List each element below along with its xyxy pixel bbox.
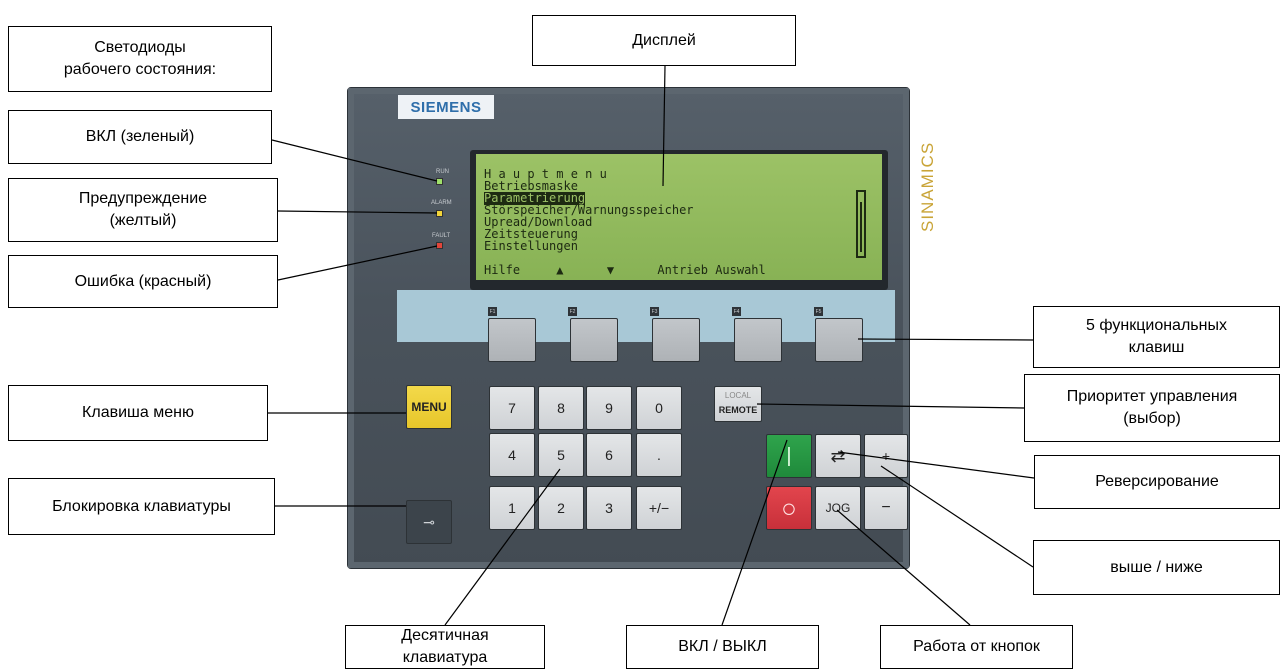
keyboard-lock-key[interactable]: ⊸ [406, 500, 452, 544]
f1-tag: F1 [488, 307, 497, 316]
callout-keyboard-lock: Блокировка клавиатуры [8, 478, 275, 535]
numpad-key[interactable]: 5 [538, 433, 584, 477]
display-scrollbar [856, 190, 866, 258]
callout-function-keys: 5 функциональных клавиш [1033, 306, 1280, 368]
down-icon: − [881, 499, 890, 517]
function-key-f5[interactable] [815, 318, 863, 362]
numpad-key[interactable]: 6 [586, 433, 632, 477]
raise-key[interactable]: + [864, 434, 908, 478]
callout-reversing: Реверсирование [1034, 455, 1280, 509]
remote-label: REMOTE [715, 405, 761, 415]
on-icon: | [786, 445, 791, 468]
lower-key[interactable]: − [864, 486, 908, 530]
lcd-display: H a u p t m e n u Betriebsmaske Parametr… [476, 154, 882, 280]
led-run [436, 178, 443, 185]
display-line: Einstellungen [484, 240, 578, 253]
numpad-key[interactable]: . [636, 433, 682, 477]
numpad-key[interactable]: 7 [489, 386, 535, 430]
numpad-key[interactable]: 4 [489, 433, 535, 477]
sinamics-label: SINAMICS [918, 142, 938, 232]
callout-menu-key: Клавиша меню [8, 385, 268, 441]
led-fault [436, 242, 443, 249]
led-alarm-label: ALARM [431, 200, 452, 206]
f4-tag: F4 [732, 307, 741, 316]
reverse-icon: ⇄ [830, 446, 845, 467]
callout-led-error: Ошибка (красный) [8, 255, 278, 308]
led-alarm [436, 210, 443, 217]
menu-key[interactable]: MENU [406, 385, 452, 429]
callout-on-off: ВКЛ / ВЫКЛ [626, 625, 819, 669]
callout-jog: Работа от кнопок [880, 625, 1073, 669]
numpad-key[interactable]: 3 [586, 486, 632, 530]
off-icon: ○ [781, 493, 797, 524]
numpad-key[interactable]: 2 [538, 486, 584, 530]
numpad-sign-key[interactable]: +/− [636, 486, 682, 530]
callout-led-warning: Предупреждение (желтый) [8, 178, 278, 242]
callout-control-priority: Приоритет управления (выбор) [1024, 374, 1280, 442]
on-key[interactable]: | [766, 434, 812, 478]
f5-tag: F5 [814, 307, 823, 316]
up-icon: + [882, 448, 890, 464]
numpad-key[interactable]: 9 [586, 386, 632, 430]
callout-numeric-keypad: Десятичная клавиатура [345, 625, 545, 669]
led-run-label: RUN [436, 169, 449, 175]
reverse-key[interactable]: ⇄ [815, 434, 861, 478]
f3-tag: F3 [650, 307, 659, 316]
local-remote-key[interactable]: LOCAL REMOTE [714, 386, 762, 422]
numpad-key[interactable]: 8 [538, 386, 584, 430]
off-key[interactable]: ○ [766, 486, 812, 530]
function-key-f3[interactable] [652, 318, 700, 362]
numpad-key[interactable]: 1 [489, 486, 535, 530]
callout-up-down: выше / ниже [1033, 540, 1280, 595]
callout-display: Дисплей [532, 15, 796, 66]
function-key-f2[interactable] [570, 318, 618, 362]
siemens-logo: SIEMENS [398, 95, 494, 119]
callout-led-status-header: Светодиоды рабочего состояния: [8, 26, 272, 92]
led-fault-label: FAULT [432, 233, 450, 239]
jog-key[interactable]: JOG [815, 486, 861, 530]
display-softkeys-line: Hilfe ▲ ▼ Antrieb Auswahl [484, 264, 766, 277]
local-label: LOCAL [715, 391, 761, 400]
callout-led-on: ВКЛ (зеленый) [8, 110, 272, 164]
numpad-key[interactable]: 0 [636, 386, 682, 430]
function-key-f1[interactable] [488, 318, 536, 362]
f2-tag: F2 [568, 307, 577, 316]
function-key-f4[interactable] [734, 318, 782, 362]
